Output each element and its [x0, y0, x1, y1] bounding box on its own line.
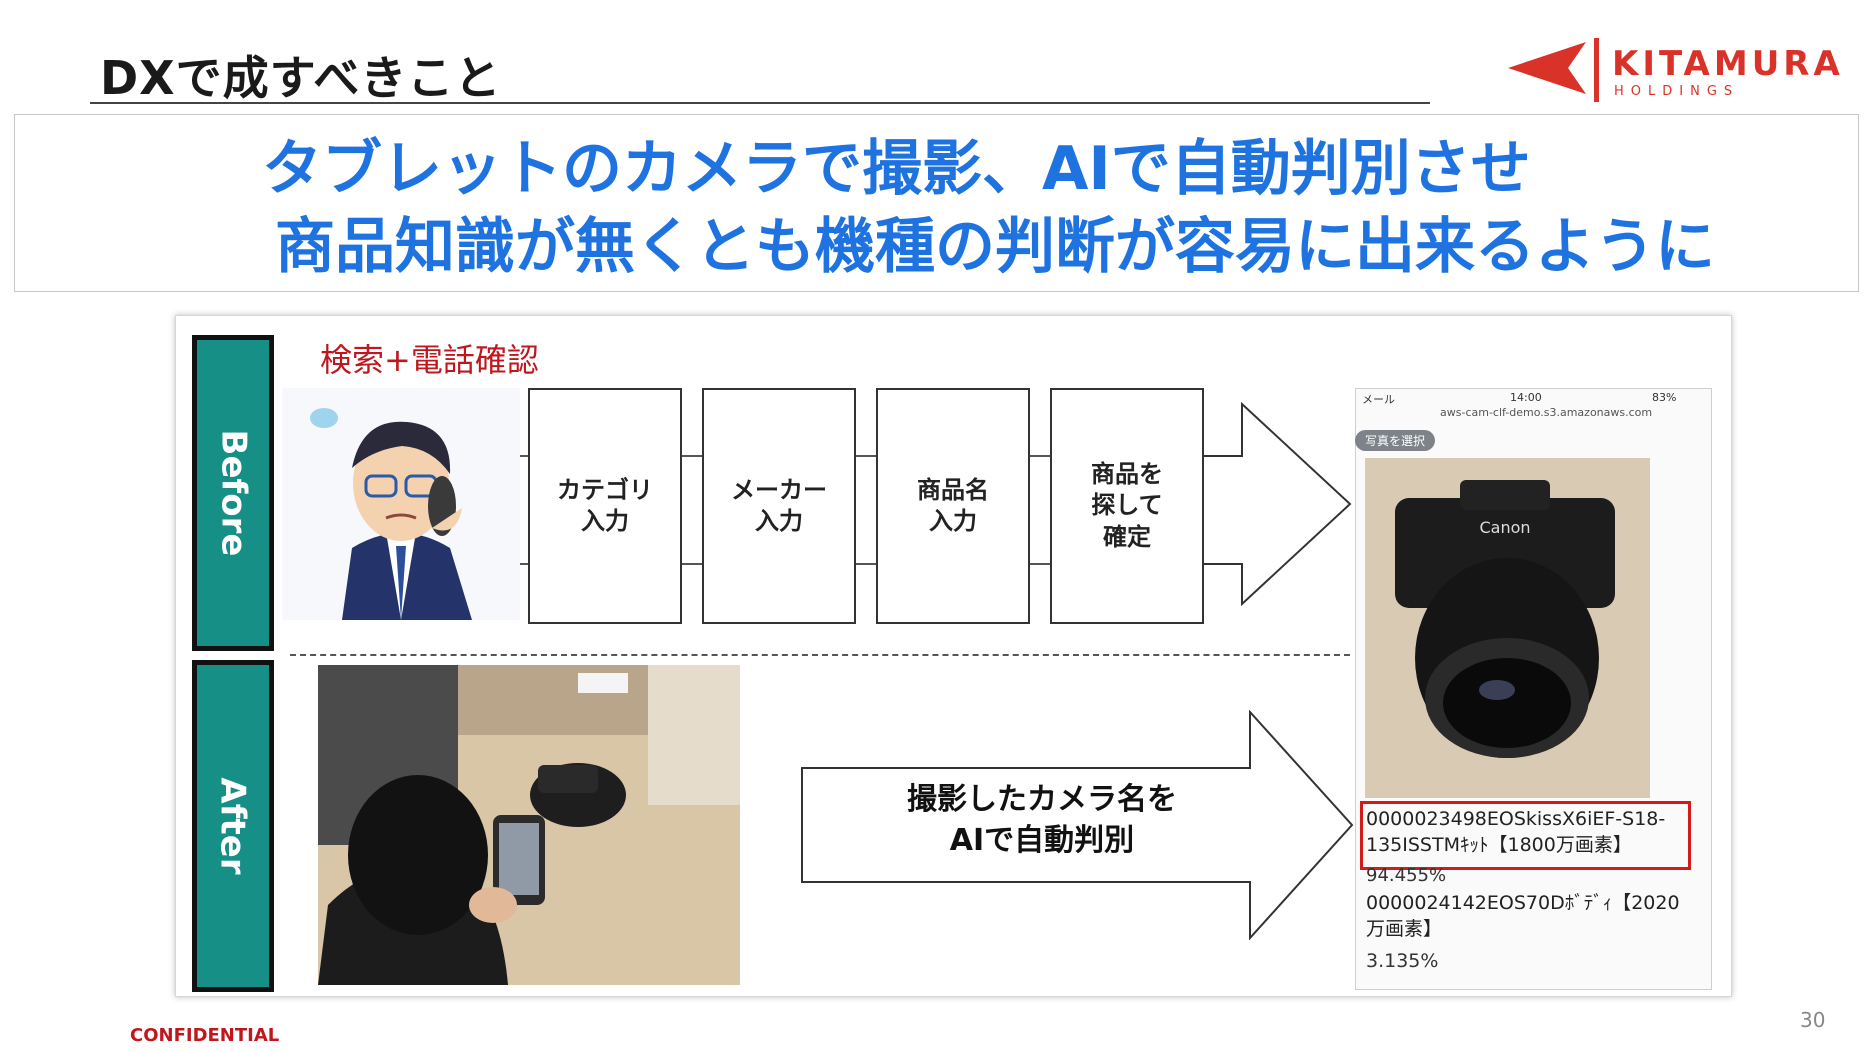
result-1-name: 0000023498EOSkissX6iEF-S18-135ISSTMｷｯﾄ【1… — [1366, 808, 1666, 856]
status-battery: 83% — [1652, 391, 1677, 404]
logo-wordmark: KITAMURA — [1612, 44, 1844, 84]
headline-line-1: タブレットのカメラで撮影、AIで自動判別させ — [262, 134, 1531, 204]
flow-connectors — [520, 401, 1352, 607]
title-underline — [90, 102, 1430, 104]
step-find-and-confirm: 商品を 探して 確定 — [1050, 388, 1204, 624]
step-4-label: 商品を 探して 確定 — [1091, 460, 1163, 551]
result-2-name: 0000024142EOS70Dﾎﾞﾃﾞｨ【2020万画素】 — [1366, 892, 1680, 940]
status-carrier: メール — [1362, 393, 1395, 406]
slide-title: DXで成すべきこと — [100, 51, 502, 105]
step-1-label: カテゴリ 入力 — [557, 475, 653, 535]
step-maker-input: メーカー 入力 — [702, 388, 856, 624]
confidential-label: CONFIDENTIAL — [130, 1025, 280, 1046]
before-label: Before — [192, 335, 274, 651]
before-after-divider — [290, 654, 1350, 656]
after-label-text: After — [213, 777, 253, 875]
step-2-label: メーカー 入力 — [731, 475, 827, 535]
after-label: After — [192, 660, 274, 992]
before-caption: 検索+電話確認 — [320, 341, 539, 379]
camera-brand-text: Canon — [1479, 518, 1530, 537]
headline-box — [14, 114, 1859, 292]
kitamura-logo-icon — [1508, 38, 1599, 102]
after-arrow — [801, 710, 1354, 940]
top-result-highlight — [1360, 801, 1691, 870]
status-time: 14:00 — [1510, 391, 1542, 404]
logo-subtitle: HOLDINGS — [1614, 84, 1740, 99]
result-1-score: 94.455% — [1366, 865, 1447, 886]
select-photo-button[interactable]: 写真を選択 — [1355, 430, 1436, 451]
photo-woman-using-phone — [318, 665, 740, 985]
before-label-text: Before — [213, 429, 254, 557]
status-url: aws-cam-clf-demo.s3.amazonaws.com — [1440, 406, 1653, 419]
step-3-label: 商品名 入力 — [917, 475, 989, 535]
operator-on-phone-illustration — [282, 388, 520, 620]
page-number: 30 — [1800, 1008, 1826, 1032]
ai-identify-text: 撮影したカメラ名を AIで自動判別 — [907, 782, 1177, 858]
camera-photo: Canon — [1365, 458, 1650, 798]
step-product-name-input: 商品名 入力 — [876, 388, 1030, 624]
result-2-score: 3.135% — [1366, 950, 1439, 972]
headline-line-2: 商品知識が無くとも機種の判断が容易に出来るように — [275, 212, 1715, 282]
step-category-input: カテゴリ 入力 — [528, 388, 682, 624]
